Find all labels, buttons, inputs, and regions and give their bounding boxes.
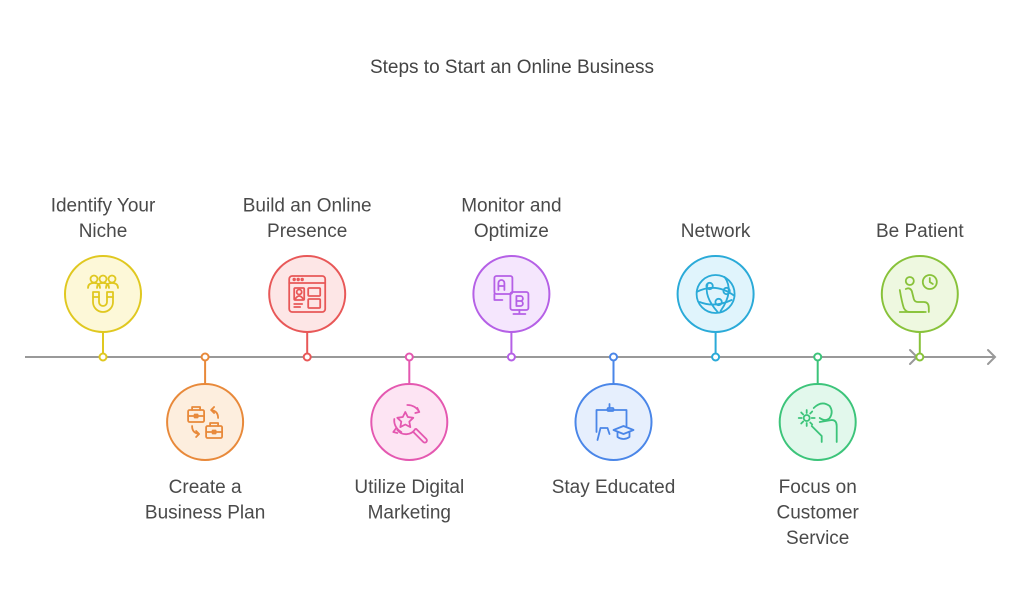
step-9: Be Patient <box>876 221 964 362</box>
step-label: Niche <box>79 221 128 242</box>
step-label: Marketing <box>368 503 451 524</box>
gear-hand-icon <box>797 402 838 443</box>
step-label: Optimize <box>474 221 549 242</box>
magnet-people-icon <box>87 274 119 313</box>
step-label: Monitor and <box>461 196 561 217</box>
step-2: Create a Business Plan <box>145 352 265 524</box>
star-search-icon <box>392 404 428 444</box>
web-profile-icon <box>288 275 327 313</box>
step-label: Customer <box>777 503 860 524</box>
step-marker <box>711 352 721 362</box>
step-7: Network <box>676 221 755 362</box>
step-circle <box>676 255 755 333</box>
diagram-title: Steps to Start an Online Business <box>370 57 654 78</box>
step-marker <box>915 352 925 362</box>
step-label: Presence <box>267 221 347 242</box>
step-label: Focus on <box>779 477 857 498</box>
step-label: Business Plan <box>145 503 265 524</box>
ab-test-icon <box>493 275 530 315</box>
step-marker <box>200 352 210 362</box>
axis-arrowhead-icon <box>987 349 997 365</box>
step-marker <box>813 352 823 362</box>
step-marker <box>404 352 414 362</box>
briefcase-exchange-icon <box>187 406 224 439</box>
step-circle <box>574 383 653 461</box>
step-circle <box>268 255 347 333</box>
step-label: Be Patient <box>876 221 964 242</box>
step-label: Network <box>681 221 751 242</box>
step-label: Create a <box>169 477 242 498</box>
step-label: Stay Educated <box>552 477 676 498</box>
step-marker <box>506 352 516 362</box>
step-circle <box>64 255 142 333</box>
step-circle <box>778 383 857 461</box>
step-label: Build an Online <box>243 196 372 217</box>
step-marker <box>302 352 312 362</box>
step-label: Identify Your <box>51 196 156 217</box>
step-label: Service <box>786 528 849 549</box>
step-circle <box>880 255 959 333</box>
education-board-icon <box>595 403 635 441</box>
globe-network-icon <box>695 274 736 314</box>
step-6: Stay Educated <box>552 352 676 498</box>
step-marker <box>609 352 618 362</box>
waiting-clock-icon <box>898 274 938 313</box>
step-circle <box>166 383 245 461</box>
step-label: Utilize Digital <box>354 477 464 498</box>
step-marker <box>98 352 108 362</box>
